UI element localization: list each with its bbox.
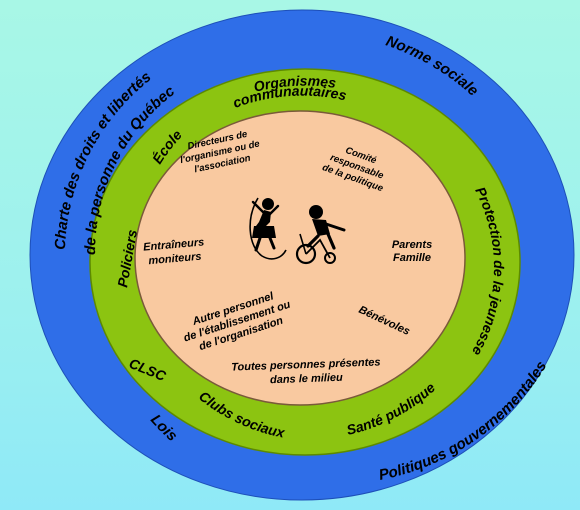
- label-parents-line2: Famille: [393, 252, 431, 264]
- label-directeurs: Directeurs de l'organisme ou de l'associ…: [179, 129, 261, 176]
- label-entraineurs: Entraîneurs moniteurs: [143, 236, 205, 268]
- label-entraineurs-line2: moniteurs: [148, 251, 202, 268]
- label-toutes-line1: Toutes personnes présentes: [231, 356, 381, 373]
- label-parents-line1: Parents: [392, 239, 432, 251]
- label-entraineurs-line1: Entraîneurs: [143, 236, 205, 253]
- label-toutes-line2: dans le milieu: [270, 372, 343, 387]
- child-on-tricycle-icon: [295, 205, 346, 265]
- inner-circle: [134, 110, 466, 406]
- label-parents: Parents Famille: [392, 239, 432, 264]
- label-toutes: Toutes personnes présentes dans le milie…: [231, 356, 381, 387]
- child-jumping-rope-icon: [249, 197, 287, 260]
